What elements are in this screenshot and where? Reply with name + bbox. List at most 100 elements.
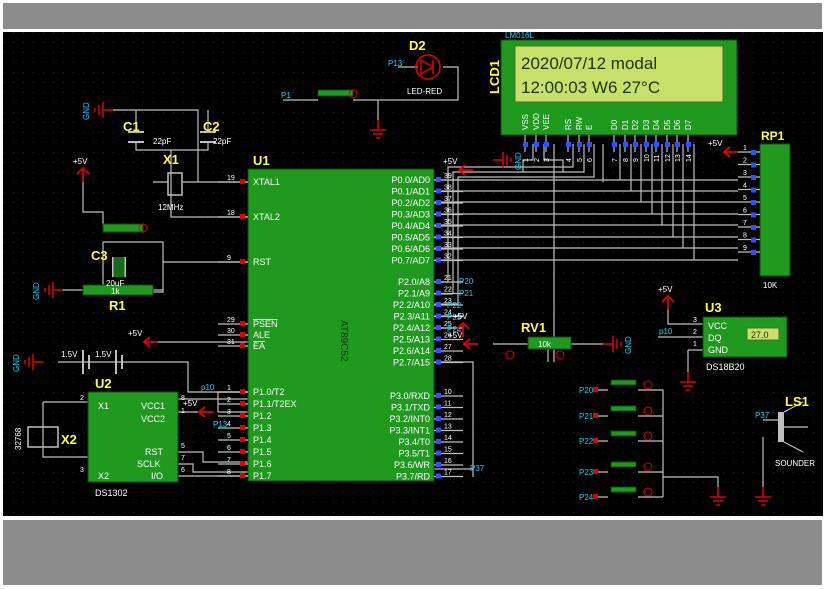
u1-pin-marker (436, 177, 441, 182)
u2-pin-vcc1: VCC1 (141, 401, 165, 411)
push-button-icon[interactable] (643, 380, 653, 390)
net-p10: p10 (201, 383, 215, 392)
lcd-pin-label: RS (564, 119, 573, 130)
push-button-icon[interactable] (643, 462, 653, 472)
x2-value: 32768 (14, 427, 23, 450)
gnd-icon (755, 487, 771, 506)
net-p10-u3: p10 (659, 327, 673, 336)
lcd-pin-label: D0 (610, 119, 619, 130)
lcd-refdes: LCD1 (487, 60, 502, 94)
d2-refdes: D2 (409, 38, 426, 53)
led-diode-icon (420, 58, 435, 76)
lcd-pin-marker (686, 142, 691, 147)
u1-pin-marker (436, 211, 441, 217)
reset-button-body[interactable] (102, 223, 144, 233)
u1-right-pin-label: P0.4/AD4 (391, 221, 430, 231)
u3-num-1: 1 (693, 341, 697, 348)
u1-left-pin-label: P1.4 (253, 435, 272, 445)
led-red-icon (415, 54, 441, 80)
lcd-pin-label: VSS (521, 114, 530, 130)
u1-pin-marker (436, 200, 441, 205)
u1-pin-marker (436, 302, 441, 307)
lcd-pin-number: 3 (544, 158, 551, 162)
u1-left-pin-number: 31 (227, 339, 235, 346)
push-button-body[interactable] (610, 461, 637, 468)
u1-pin-marker (436, 313, 441, 319)
u1-right-pin-label: P3.2/INT0 (389, 414, 430, 424)
u3-readout-box (746, 327, 780, 341)
u1-left-pin-number: 2 (227, 397, 231, 404)
u1-right-pin-label: P2.4/A12 (393, 323, 430, 333)
u1-right-pin-number: 28 (444, 356, 452, 363)
reset-button-icon[interactable] (138, 223, 148, 233)
u1-left-pin-number: 7 (227, 457, 231, 464)
lcd-pin-marker (577, 142, 582, 147)
c2-value: 22pF (213, 137, 231, 146)
vcc-arrow-icon (722, 146, 738, 158)
u1-right-pin-number: 16 (444, 458, 452, 465)
u1-pin-marker (240, 473, 245, 478)
push-button-icon[interactable] (643, 431, 653, 441)
vcc-arrow-icon (457, 164, 473, 176)
u1-pin-marker (436, 416, 441, 421)
u1-right-pin-number: 14 (444, 435, 452, 442)
battery-2-symbol (115, 350, 123, 374)
button-net-label: P24 (579, 493, 594, 502)
lcd-pin-number: 7 (612, 158, 619, 162)
lcd-pin-number: 12 (665, 154, 672, 162)
u1-left-pin-number: 30 (227, 328, 235, 335)
rp1-pin-marker (751, 212, 756, 218)
sounder-icon (778, 412, 784, 442)
lcd-pin-marker (665, 142, 670, 147)
push-button-body[interactable] (610, 379, 637, 386)
top-gray-band (3, 3, 822, 29)
u2-pin-x2: X2 (98, 471, 109, 481)
lcd-pin-marker (523, 142, 528, 147)
gnd-icon (370, 120, 386, 139)
rp1-pin-marker (751, 225, 756, 230)
push-button-body[interactable] (610, 430, 637, 437)
vcc-label: +5V (448, 331, 463, 340)
vcc-label: +5V (73, 157, 88, 166)
u2-pin-vcc2: VCC2 (141, 414, 165, 424)
u1-left-pin-number: 19 (227, 175, 235, 182)
u1-right-pin-number: 22 (444, 287, 452, 294)
u1-left-pin-label: P1.7 (253, 471, 272, 481)
u2-chip-body (87, 391, 179, 483)
push-button-body[interactable] (610, 486, 637, 493)
lcd-pin-number: 10 (644, 154, 651, 162)
push-button-icon[interactable] (643, 406, 653, 416)
u1-right-pin-label: P2.2/A10 (393, 300, 430, 310)
net-p23: P23 (447, 313, 462, 322)
lcd-pins: VSS1VDD2VEE3RS4RW5E6D07D18D29D310D411D51… (521, 113, 693, 162)
u1-right-pin-number: 25 (444, 321, 452, 328)
push-button-body[interactable] (610, 405, 637, 412)
gnd-label: GND (624, 336, 633, 354)
u1-right-pin-number: 34 (444, 231, 452, 238)
gnd-icon (94, 102, 113, 118)
u1-right-pin-number: 17 (444, 470, 452, 477)
push-button-icon[interactable] (643, 487, 653, 497)
u1-left-pin-number: 4 (227, 421, 231, 428)
u1-pin-marker (240, 389, 245, 394)
u2-refdes: U2 (95, 376, 112, 391)
net-p13-left: P13 (213, 420, 228, 429)
p14-button-icon[interactable] (348, 89, 358, 99)
r1-refdes: R1 (109, 298, 126, 313)
u1-left-pin-number: 18 (227, 210, 235, 217)
u2-num-6: 6 (181, 467, 185, 474)
u1-pin-marker (436, 450, 441, 456)
c2-refdes: C2 (203, 119, 220, 134)
rp1-refdes: RP1 (761, 129, 785, 143)
u2-num-3: 3 (80, 467, 84, 474)
vcc-label: +5V (443, 157, 458, 166)
p14-button-body[interactable] (317, 89, 354, 97)
u1-right-pin-label: P0.0/AD0 (391, 175, 430, 185)
u1-pin-marker (436, 246, 441, 251)
rp1-pin-number: 8 (743, 233, 747, 240)
gnd-icon (710, 487, 726, 506)
c1-value: 22pF (153, 137, 171, 146)
u1-right-pin-label: P3.5/T1 (398, 449, 430, 459)
